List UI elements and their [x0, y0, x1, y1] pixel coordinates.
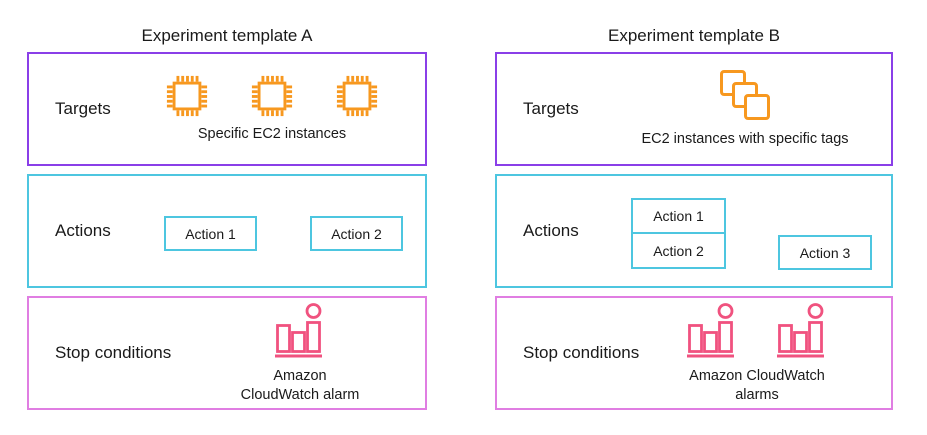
- template-b-stop-conditions-box: Stop conditions Amazon CloudWatch alarms: [495, 296, 893, 410]
- template-a-stop-conditions-box: Stop conditions Amazon CloudWatch alarm: [27, 296, 427, 410]
- targets-label: Targets: [523, 99, 579, 118]
- action-item: Action 3: [778, 235, 872, 270]
- actions-label: Actions: [523, 221, 579, 240]
- stop-conditions-label: Stop conditions: [55, 343, 172, 362]
- template-a-actions-box: Actions Action 1 Action 2: [27, 174, 427, 288]
- targets-caption: Specific EC2 instances: [197, 126, 347, 142]
- action-item: Action 2: [631, 232, 726, 269]
- stop-conditions-caption: Amazon CloudWatch alarm: [240, 367, 360, 403]
- ec2-instance-icon: [165, 74, 209, 118]
- cloudwatch-alarm-icon: [775, 302, 827, 360]
- actions-label: Actions: [55, 221, 111, 240]
- cloudwatch-alarm-icon: [685, 302, 737, 360]
- action-item: Action 2: [310, 216, 403, 251]
- ec2-instance-icon: [335, 74, 379, 118]
- targets-label: Targets: [55, 99, 111, 118]
- experiment-template-a: Experiment template A Targets Specific E…: [27, 0, 427, 435]
- stop-conditions-caption: Amazon CloudWatch alarms: [689, 367, 825, 403]
- template-b-title: Experiment template B: [608, 26, 780, 46]
- targets-caption: EC2 instances with specific tags: [641, 131, 849, 147]
- experiment-template-b: Experiment template B Targets EC2 instan…: [495, 0, 893, 435]
- template-b-actions-box: Actions Action 1 Action 2 Action 3: [495, 174, 893, 288]
- action-item: Action 1: [631, 198, 726, 234]
- ec2-instance-icon: [250, 74, 294, 118]
- stop-conditions-content: Amazon CloudWatch alarms: [645, 298, 869, 408]
- stop-conditions-label: Stop conditions: [523, 343, 640, 362]
- tagged-ec2-instances-icon: [718, 69, 772, 123]
- template-a-targets-box: Targets Specific EC2 instances: [27, 52, 427, 166]
- template-b-targets-box: Targets EC2 instances with specific tags: [495, 52, 893, 166]
- stop-conditions-content: Amazon CloudWatch alarm: [187, 298, 413, 408]
- action-item: Action 1: [164, 216, 257, 251]
- targets-content: EC2 instances with specific tags: [620, 54, 870, 164]
- cloudwatch-alarm-icon: [273, 302, 325, 360]
- template-a-title: Experiment template A: [141, 26, 313, 46]
- targets-content: Specific EC2 instances: [137, 54, 407, 164]
